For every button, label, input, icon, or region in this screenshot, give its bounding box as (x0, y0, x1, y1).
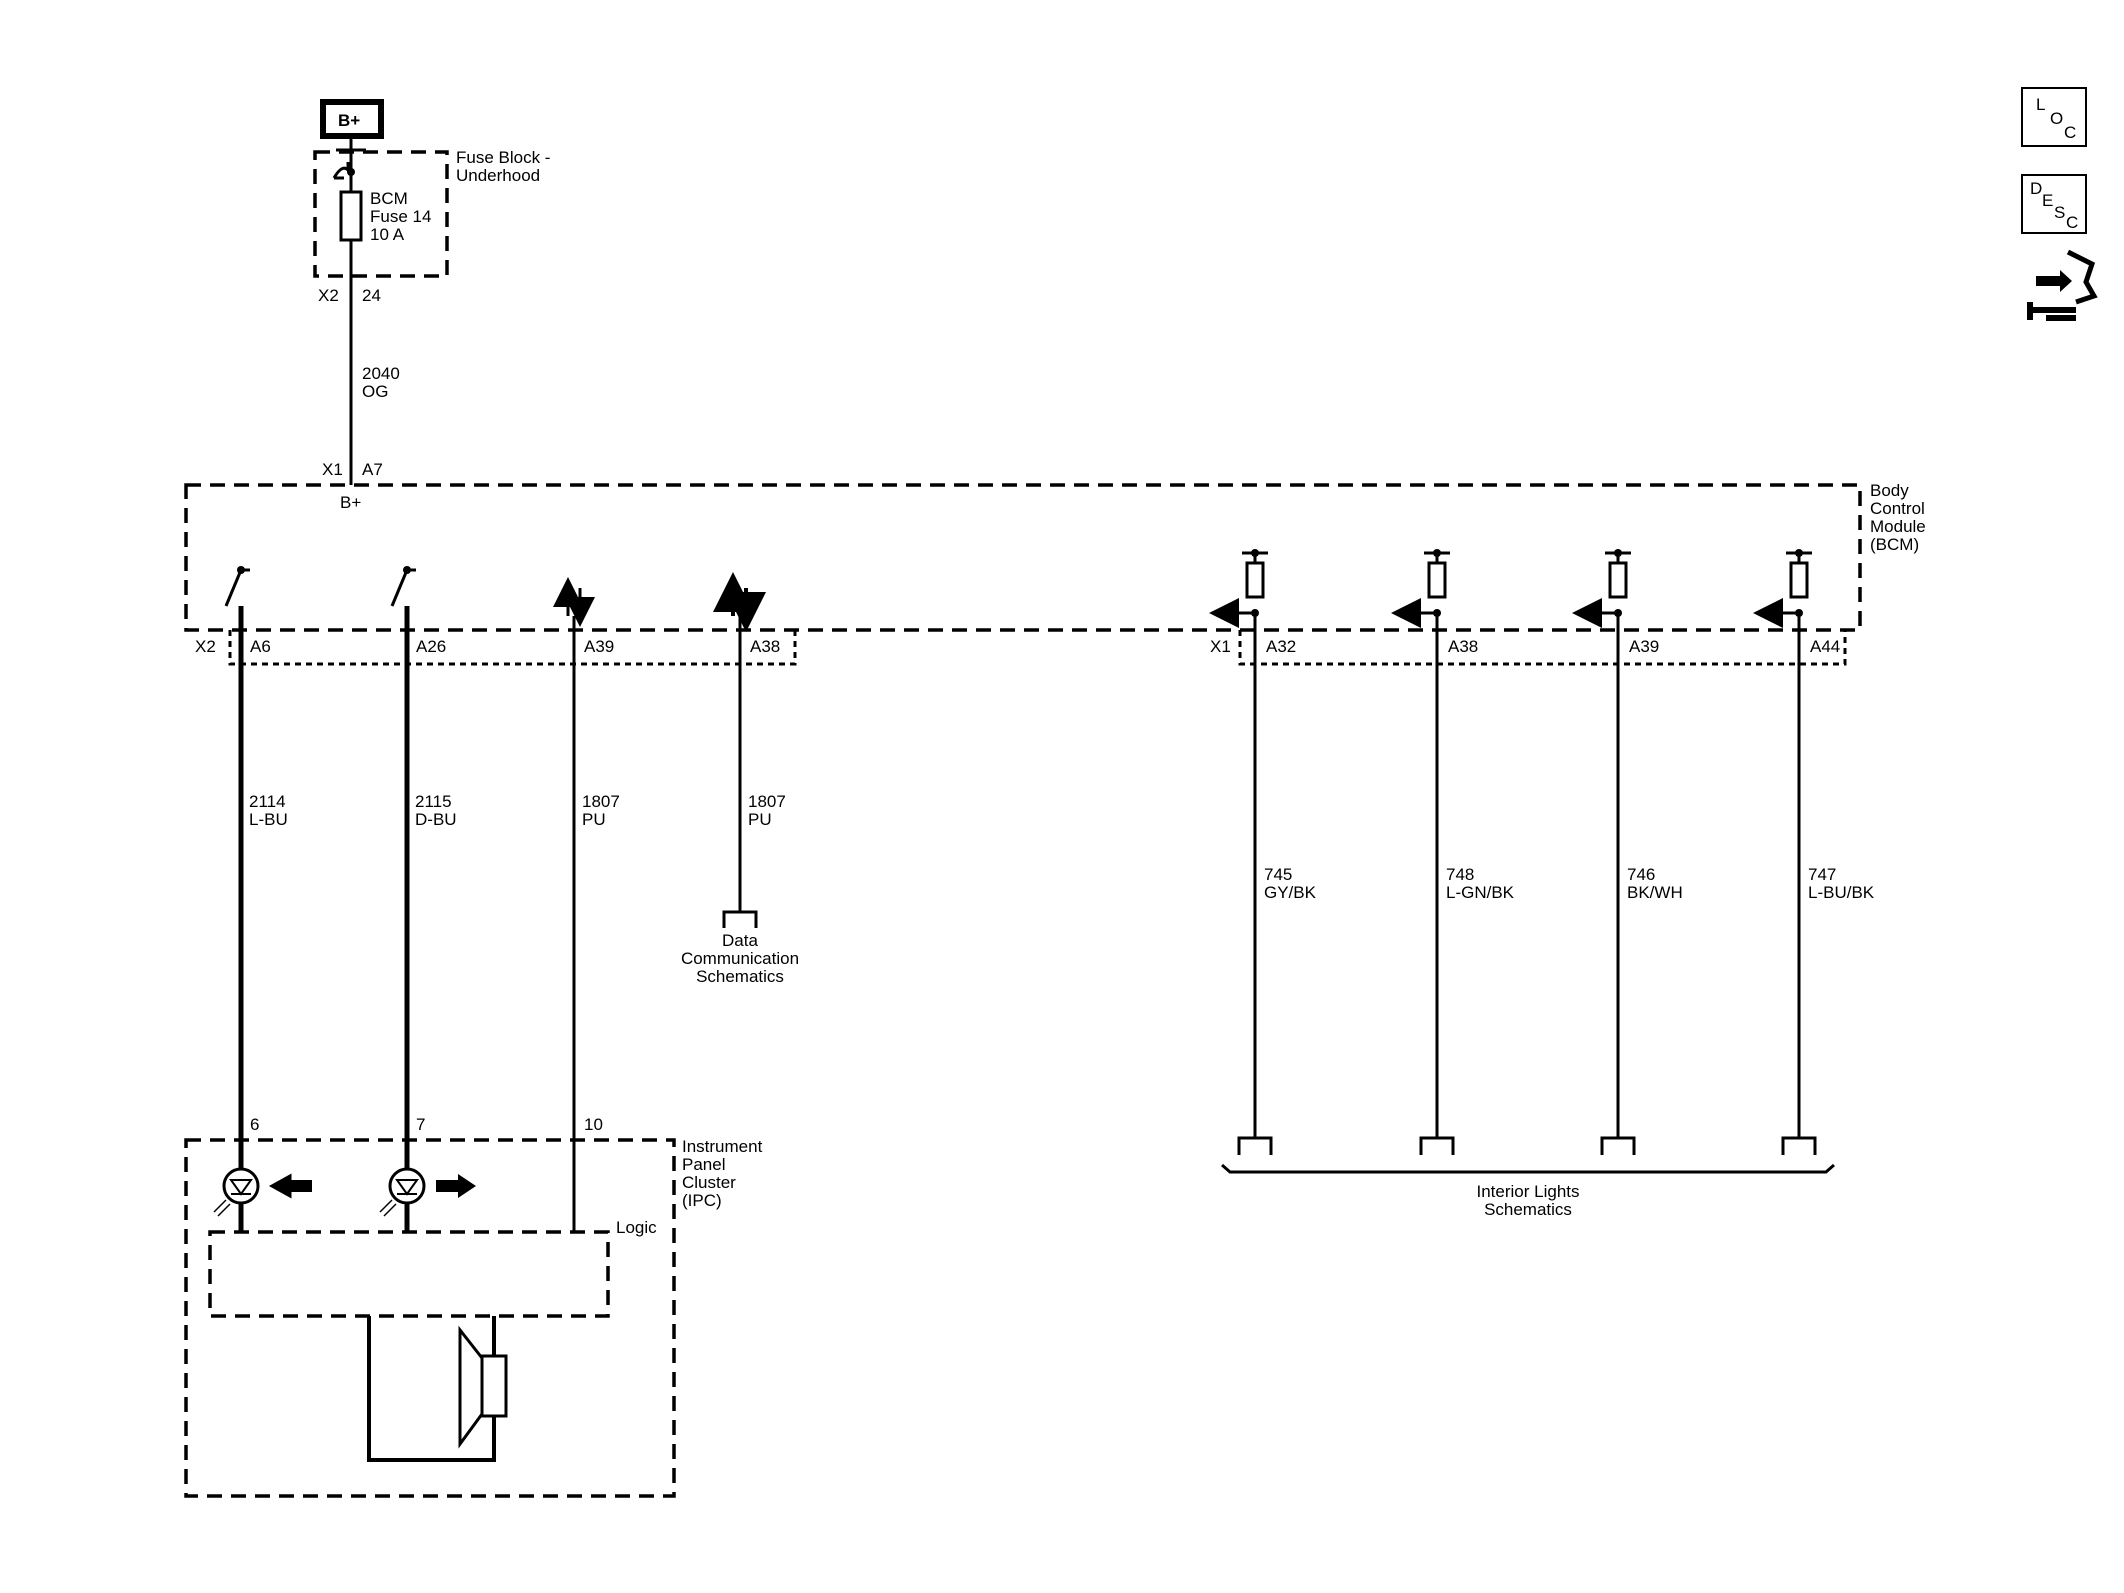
left-pin-1: A6 (250, 637, 271, 656)
ipc-logic-block (208, 1230, 610, 1318)
ipc-logic-label: Logic (616, 1218, 657, 1237)
interior-lights-connectors (1237, 1125, 1817, 1155)
right-circuit-4: 747 (1808, 865, 1836, 884)
bcm-outline (184, 483, 1862, 632)
right-pin-2: A38 (1448, 637, 1478, 656)
data-comm-line2: Communication (681, 949, 799, 968)
left-circuit-2: 2115 (415, 792, 452, 811)
interior-lights-brace (1221, 1163, 1835, 1174)
left-color-3: PU (582, 810, 606, 829)
ipc-pin-1: 6 (250, 1115, 259, 1134)
loc-letter-l: L (2036, 95, 2045, 114)
left-color-1: L-BU (249, 810, 288, 829)
ipc-pin-2: 7 (416, 1115, 425, 1134)
bcm-connector-left-label: X2 (195, 637, 216, 656)
right-circuit-1: 745 (1264, 865, 1292, 884)
data-comm-connector (722, 910, 758, 928)
bcm-output-driver-a32 (1209, 549, 1268, 628)
loc-letter-c: C (2064, 123, 2076, 142)
desc-icon[interactable]: D E S C (2021, 174, 2087, 234)
right-pin-1: A32 (1266, 637, 1296, 656)
ipc-title-3: Cluster (682, 1173, 736, 1192)
bcm-output-driver-a38 (1391, 549, 1450, 628)
desc-letter-d: D (2030, 179, 2042, 198)
right-pin-4: A44 (1810, 637, 1840, 656)
fuse-connector: X2 (318, 286, 339, 305)
fuse-block-title-1: Fuse Block - (456, 148, 550, 167)
right-color-2: L-GN/BK (1446, 883, 1515, 902)
bcm-title-3: Module (1870, 517, 1926, 536)
ipc-title-2: Panel (682, 1155, 725, 1174)
ipc-title-4: (IPC) (682, 1191, 722, 1210)
data-comm-line3: Schematics (696, 967, 784, 986)
bcm-switch-a6 (224, 566, 250, 607)
desc-letter-c: C (2066, 213, 2078, 232)
turn-left-indicator-icon (213, 1167, 312, 1217)
bcm-title-1: Body (1870, 481, 1909, 500)
wire-power-color: OG (362, 382, 388, 401)
ipc-outline (184, 1138, 676, 1498)
left-pin-2: A26 (416, 637, 446, 656)
connector-icon[interactable] (2027, 249, 2098, 321)
fuse-label-1: BCM (370, 189, 408, 208)
wire-power-circuit: 2040 (362, 364, 400, 383)
right-circuit-2: 748 (1446, 865, 1474, 884)
ipc-pin-3: 10 (584, 1115, 603, 1134)
bcm-output-driver-a39 (1572, 549, 1631, 628)
data-comm-line1: Data (722, 931, 758, 950)
bcm-title-2: Control (1870, 499, 1925, 518)
bcm-connector-right (1238, 630, 1847, 666)
fuse-label-3: 10 A (370, 225, 405, 244)
right-color-1: GY/BK (1264, 883, 1317, 902)
speaker-icon (458, 1325, 508, 1449)
desc-letter-s: S (2054, 203, 2065, 222)
bcm-input-label: B+ (340, 493, 361, 512)
left-circuit-3: 1807 (582, 792, 620, 811)
bcm-switch-a26 (390, 566, 416, 607)
interior-lights-line2: Schematics (1484, 1200, 1572, 1219)
fuse-pin: 24 (362, 286, 381, 305)
left-color-2: D-BU (415, 810, 457, 829)
right-color-4: L-BU/BK (1808, 883, 1875, 902)
fuse-block-outline (313, 150, 449, 278)
right-circuit-3: 746 (1627, 865, 1655, 884)
data-bidirectional-icon-a38 (713, 572, 766, 632)
left-pin-3: A39 (584, 637, 614, 656)
left-circuit-1: 2114 (249, 792, 286, 811)
fuse-block-title-2: Underhood (456, 166, 540, 185)
bcm-connector-left (228, 630, 797, 666)
fuse-label-2: Fuse 14 (370, 207, 431, 226)
loc-letter-o: O (2050, 109, 2063, 128)
left-color-4: PU (748, 810, 772, 829)
desc-letter-e: E (2042, 191, 2053, 210)
ipc-title-1: Instrument (682, 1137, 763, 1156)
bcm-input-connector: X1 (322, 460, 343, 479)
power-source-label: B+ (338, 111, 360, 130)
left-pin-4: A38 (750, 637, 780, 656)
speaker-wiring (367, 1316, 496, 1462)
right-color-3: BK/WH (1627, 883, 1683, 902)
bcm-output-driver-a44 (1753, 549, 1812, 628)
loc-icon[interactable]: L O C (2021, 87, 2087, 147)
interior-lights-line1: Interior Lights (1477, 1182, 1580, 1201)
right-pin-3: A39 (1629, 637, 1659, 656)
bcm-title-4: (BCM) (1870, 535, 1919, 554)
data-bidirectional-icon-a39 (553, 577, 595, 627)
power-source-box: B+ (320, 99, 384, 139)
bcm-input-pin: A7 (362, 460, 383, 479)
turn-right-indicator-icon (379, 1167, 476, 1217)
bcm-connector-right-label: X1 (1210, 637, 1231, 656)
left-circuit-4: 1807 (748, 792, 786, 811)
fuse-symbol (332, 150, 363, 276)
